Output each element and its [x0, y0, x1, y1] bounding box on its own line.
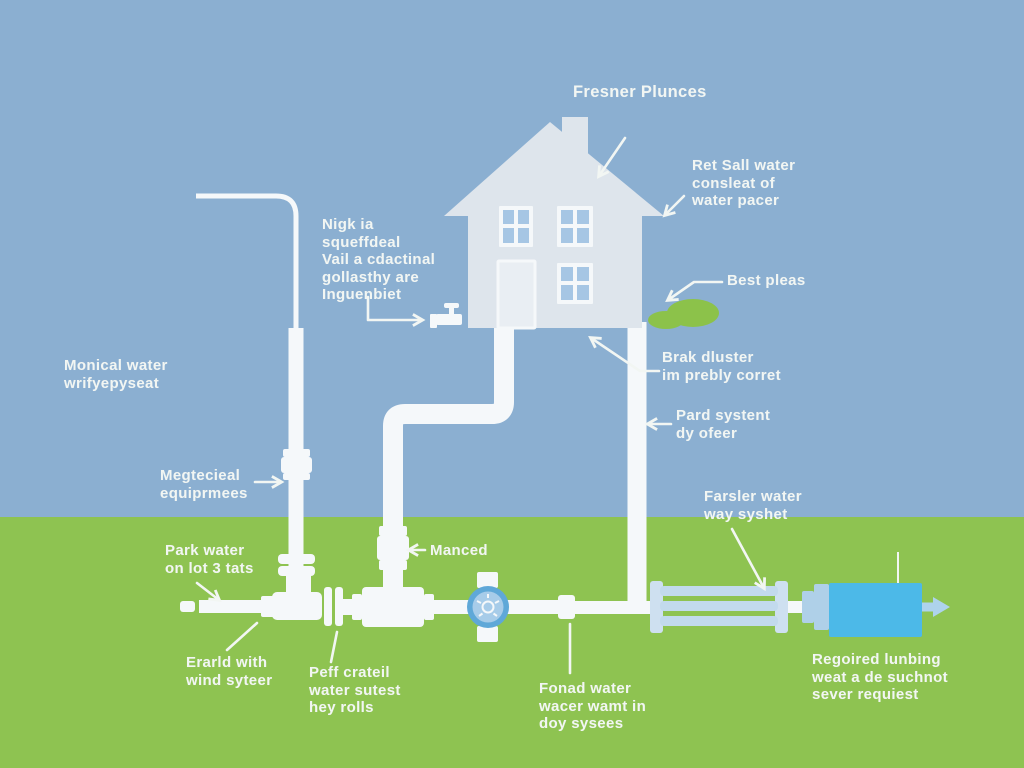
bush-icon — [648, 299, 719, 329]
pipe-coupling — [379, 526, 407, 536]
pipe-tee — [272, 592, 322, 620]
pipe-coupling — [283, 449, 310, 457]
label-nigk-block: Nigk ia squeffdeal Vail a cdactinal goll… — [322, 216, 436, 303]
annotation-arrow — [668, 280, 724, 300]
annotation-arrows — [195, 136, 764, 675]
pipe-flange — [278, 554, 315, 564]
label-erarld-with: Erarld with wind syteer — [186, 654, 273, 689]
service-pipe-middle — [377, 322, 514, 602]
label-fresner-plunces: Fresner Plunces — [573, 83, 707, 101]
filter-icon — [650, 581, 788, 633]
pipe-flange — [324, 587, 332, 626]
annotation-arrow — [599, 136, 627, 176]
house-body — [468, 210, 642, 328]
annotation-arrow — [730, 527, 764, 588]
window-icon — [557, 206, 593, 247]
window-icon — [499, 206, 533, 247]
annotation-arrow — [665, 194, 686, 215]
label-best-pleas: Best pleas — [727, 272, 806, 289]
water-main-pipe — [180, 574, 804, 627]
label-park-water: Park water on lot 3 tats — [165, 542, 254, 577]
label-fonad-water: Fonad water wacer wamt in doy sysees — [539, 680, 647, 732]
label-pard-systent: Pard systent dy ofeer — [676, 407, 771, 442]
annotation-line — [225, 621, 259, 652]
annotation-arrow — [195, 581, 219, 600]
flow-arrow-icon — [922, 597, 950, 617]
pipe-coupling — [558, 595, 575, 619]
roof — [444, 122, 664, 216]
pipe-coupling — [352, 594, 362, 620]
annotation-arrow — [591, 338, 661, 373]
annotation-arrow — [366, 295, 422, 320]
label-regoired-lunbing: Regoired lunbing weat a de suchnot sever… — [812, 651, 948, 703]
label-megtecieal: Megtecieal equiprmees — [160, 467, 248, 502]
annotation-line — [329, 630, 339, 664]
label-brak-dluster: Brak dluster im prebly corret — [662, 349, 781, 384]
label-monical-water: Monical water wrifyepyseat — [64, 357, 168, 392]
door-icon — [496, 259, 537, 330]
tap-icon — [430, 303, 462, 328]
ground — [0, 517, 1024, 768]
label-farsler-water: Farsler water way syshet — [704, 488, 802, 523]
label-manced: Manced — [430, 542, 488, 559]
tank-icon — [802, 552, 922, 637]
label-ret-sall-water: Ret Sall water consleat of water pacer — [692, 157, 796, 209]
water-meter-icon — [467, 572, 509, 642]
label-peff-crateil: Peff crateil water sutest hey rolls — [309, 664, 401, 716]
house-icon — [444, 117, 664, 330]
service-pipe-left — [196, 193, 315, 602]
window-icon — [557, 263, 593, 304]
